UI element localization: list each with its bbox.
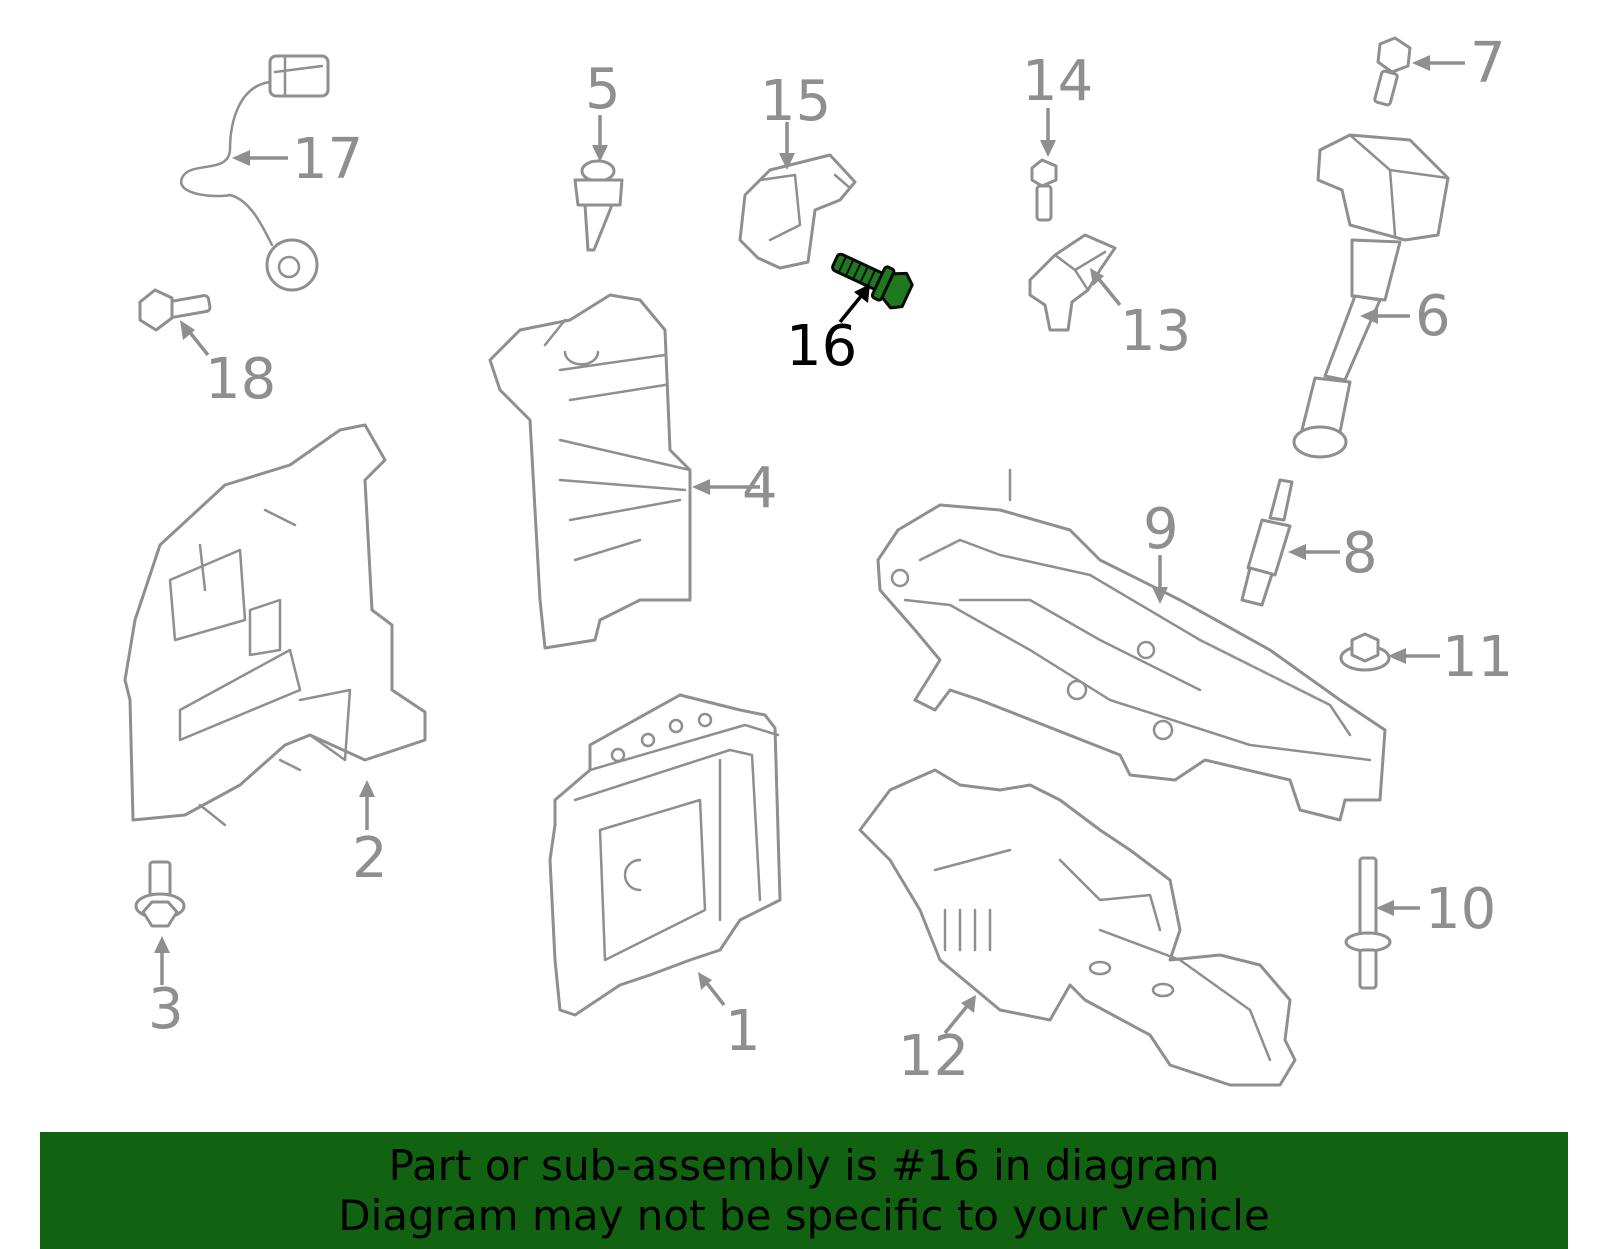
banner-line-1: Part or sub-assembly is #16 in diagram — [388, 1140, 1220, 1190]
part-2-bracket[interactable] — [123, 423, 427, 827]
info-banner: Part or sub-assembly is #16 in diagram D… — [40, 1132, 1568, 1249]
part-12-shield[interactable] — [858, 768, 1297, 1087]
part-1-ecu[interactable] — [548, 693, 782, 1017]
part-9-bracket[interactable] — [876, 468, 1387, 822]
callout-3: 3 — [148, 977, 184, 1042]
part-10-stud[interactable] — [1344, 856, 1392, 990]
callout-17: 17 — [292, 127, 363, 192]
callout-8: 8 — [1342, 521, 1378, 586]
banner-line-2: Diagram may not be specific to your vehi… — [338, 1190, 1270, 1240]
leader-lines — [154, 55, 1465, 1035]
callout-11: 11 — [1442, 625, 1513, 690]
callout-4: 4 — [742, 456, 778, 521]
callout-6: 6 — [1415, 284, 1451, 349]
callout-2: 2 — [352, 826, 388, 891]
part-6-ignition-coil[interactable] — [1292, 133, 1450, 459]
callout-16[interactable]: 16 — [786, 314, 857, 379]
callout-9: 9 — [1143, 497, 1179, 562]
part-14-bolt[interactable] — [1030, 158, 1058, 222]
callout-5: 5 — [585, 57, 621, 122]
callout-18: 18 — [205, 347, 276, 412]
part-15-bracket[interactable] — [738, 153, 857, 270]
part-18-bolt[interactable] — [138, 288, 212, 332]
part-16-bolt[interactable] — [827, 244, 916, 312]
callout-12: 12 — [898, 1024, 969, 1089]
parts-diagram: 17 18 5 15 16 14 13 7 6 4 9 8 11 10 2 3 … — [123, 31, 1513, 1089]
callout-14: 14 — [1022, 49, 1093, 114]
part-8-spark-plug[interactable] — [1240, 478, 1294, 607]
part-11-nut[interactable] — [1339, 632, 1391, 672]
callout-7: 7 — [1470, 31, 1506, 96]
part-13-sensor[interactable] — [1028, 233, 1117, 332]
callout-13: 13 — [1120, 299, 1191, 364]
callout-10: 10 — [1425, 877, 1496, 942]
callout-1: 1 — [725, 999, 761, 1064]
part-7-bolt[interactable] — [1373, 36, 1412, 107]
part-3-bolt[interactable] — [134, 860, 186, 928]
part-4-shield[interactable] — [488, 293, 692, 650]
callout-15: 15 — [760, 69, 831, 134]
part-5-clip[interactable] — [573, 159, 624, 252]
part-17-knock-sensor[interactable] — [180, 54, 330, 292]
callout-labels: 17 18 5 15 16 14 13 7 6 4 9 8 11 10 2 3 … — [148, 31, 1513, 1089]
